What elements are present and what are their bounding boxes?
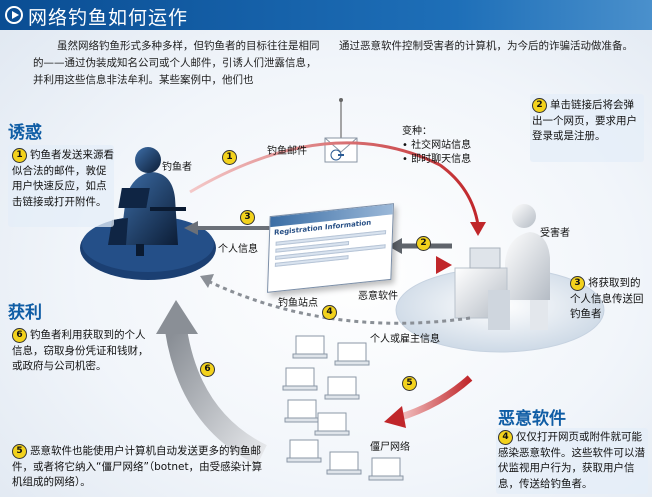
step-3-text: 将获取到的个人信息传送回钓鱼者: [570, 277, 644, 320]
step-4-badge: 4: [498, 430, 513, 445]
arrow-number-4: 4: [322, 305, 337, 320]
victim-figure: [454, 204, 550, 330]
label-zombie-network: 僵尸网络: [370, 442, 410, 453]
title-bar: 网络钓鱼如何运作: [0, 0, 652, 30]
step-1-text: 钓鱼者发送来源看似合法的邮件，敦促用户快速反应，如点击链接或打开附件。: [12, 149, 114, 208]
step-2-badge: 2: [532, 98, 547, 113]
step-2-text: 单击链接后将会弹出一个网页，要求用户登录或是注册。: [532, 99, 637, 142]
step-4-text: 仅仅打开网页或附件就可能感染恶意软件。这些软件可以潜伏监视用户行为，获取用户信息…: [498, 431, 645, 490]
variant-item: 即时聊天信息: [402, 153, 471, 167]
arrow-5-path: [396, 375, 473, 422]
phishing-site-form: Registration Information: [267, 203, 394, 293]
variants-note: 变种： 社交网站信息 即时聊天信息: [402, 125, 471, 167]
step-4-background: [496, 428, 648, 494]
page-title: 网络钓鱼如何运作: [28, 7, 189, 29]
label-phishing-site: 钓鱼站点: [278, 298, 318, 309]
arrow-4-path: [209, 280, 471, 325]
step-5-badge: 5: [12, 444, 27, 459]
label-personal-info: 个人信息: [218, 244, 258, 255]
arrow-number-5: 5: [402, 376, 417, 391]
arrow-number-3: 3: [240, 210, 255, 225]
step-3-badge: 3: [570, 276, 585, 291]
botnet-laptops: [282, 335, 404, 481]
variant-item: 社交网站信息: [402, 139, 471, 153]
section-title-lure: 诱惑: [8, 123, 42, 143]
arrow-number-6: 6: [200, 362, 215, 377]
step-6-text: 钓鱼者利用获取到的个人信息，窃取身份凭证和钱财，或政府与公司机密。: [12, 329, 149, 372]
label-phisher: 钓鱼者: [162, 162, 192, 173]
section-title-profit: 获利: [8, 303, 42, 323]
label-victim: 受害者: [540, 228, 570, 239]
step-5-text: 恶意软件也能使用户计算机自动发送更多的钓鱼邮件，或者将它纳入“僵尸网络”（bot…: [12, 445, 263, 488]
step-6-badge: 6: [12, 328, 27, 343]
section-title-malware: 恶意软件: [498, 409, 566, 429]
email-envelope-icon: [324, 98, 358, 163]
step-2-background: [530, 94, 644, 162]
label-personal-or-employer-info: 个人或雇主信息: [370, 334, 440, 345]
arrow-6-path: [165, 328, 268, 465]
arrow-number-1: 1: [222, 150, 237, 165]
label-malware: 恶意软件: [358, 291, 398, 302]
label-phishing-email: 钓鱼邮件: [267, 146, 307, 157]
variants-title: 变种：: [402, 126, 432, 137]
step-1-badge: 1: [12, 148, 27, 163]
intro-paragraph-left: 虽然网络钓鱼形式多种多样，但钓鱼者的目标往往是相同的——通过伪装成知名公司或个人…: [33, 40, 320, 86]
intro-paragraph-right: 通过恶意软件控制受害者的计算机，为今后的诈骗活动做准备。: [339, 40, 633, 52]
play-arrow-icon: [5, 6, 23, 24]
arrow-1-path: [189, 141, 480, 226]
arrow-number-2: 2: [416, 236, 431, 251]
